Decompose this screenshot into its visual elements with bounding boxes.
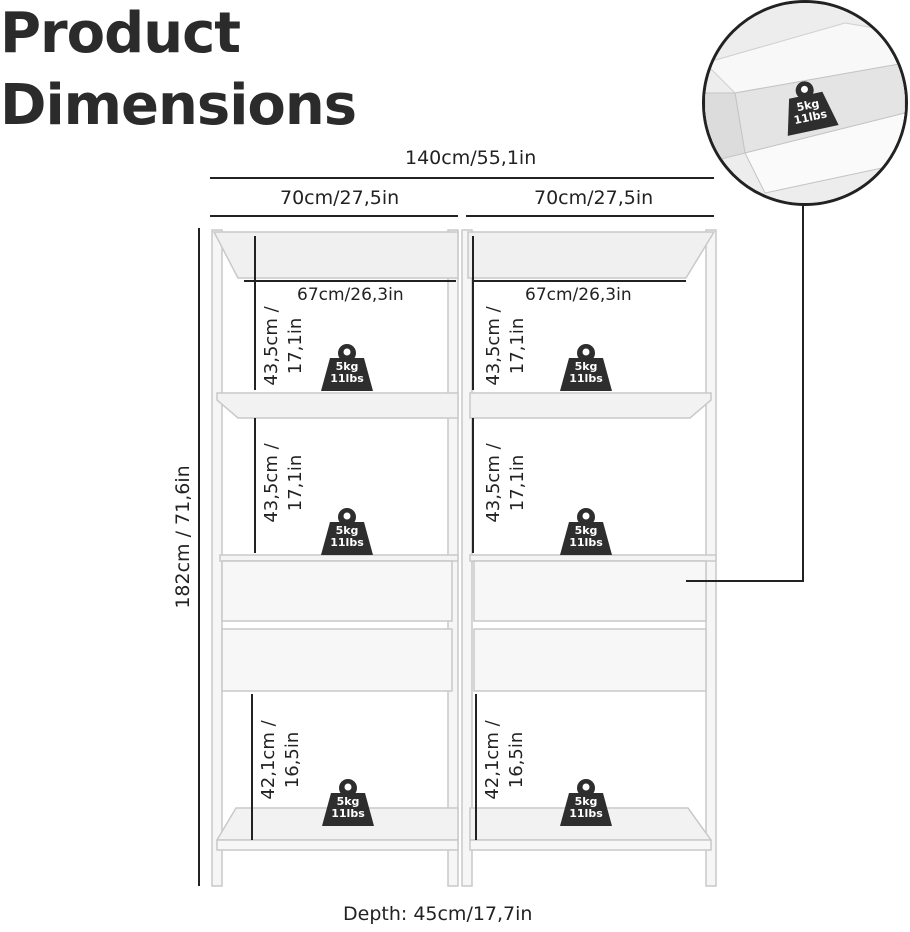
right-shelf-unit [461, 229, 717, 887]
weight-badge-mid-left: 5kg 11lbs [320, 506, 374, 556]
shelf-spacing-top-left: 43,5cm / 17,1in [260, 301, 308, 391]
shelf-spacing-top-right: 43,5cm / 17,1in [482, 301, 530, 391]
spacing-cm: 43,5cm / [483, 443, 504, 523]
weight-badge-top-right: 5kg 11lbs [559, 342, 613, 392]
unit-width-right-label: 70cm/27,5in [534, 187, 654, 209]
total-width-label: 140cm/55,1in [405, 147, 537, 169]
weight-icon [322, 779, 374, 826]
weight-icon [560, 508, 612, 555]
weight-badge-top-left: 5kg 11lbs [320, 342, 374, 392]
weight-icon [560, 779, 612, 826]
inner-width-left-label: 67cm/26,3in [297, 285, 404, 305]
unit-width-left-label: 70cm/27,5in [280, 187, 400, 209]
spacing-cm: 43,5cm / [261, 443, 282, 523]
title-line-2: Dimensions [0, 73, 357, 138]
weight-badge-drawer: 5kg 11lbs [776, 74, 840, 138]
weight-badge-bottom-left: 5kg 11lbs [321, 777, 375, 827]
weight-badge-bottom-right: 5kg 11lbs [559, 777, 613, 827]
depth-label: Depth: 45cm/17,7in [343, 903, 533, 925]
weight-icon [560, 344, 612, 391]
weight-badge-mid-right: 5kg 11lbs [559, 506, 613, 556]
weight-icon [787, 81, 839, 136]
spacing-in: 16,5in [506, 731, 527, 789]
title-line-1: Product [0, 1, 241, 66]
spacing-in: 17,1in [285, 317, 306, 375]
shelf-spacing-mid-right: 43,5cm / 17,1in [482, 438, 530, 528]
left-shelf-unit [211, 229, 459, 887]
height-label: 182cm / 71,6in [172, 465, 194, 609]
inner-width-right-label: 67cm/26,3in [525, 285, 632, 305]
page-title: Product Dimensions [0, 0, 357, 142]
weight-icon [321, 508, 373, 555]
shelf-spacing-bottom-left: 42,1cm / 16,5in [257, 715, 305, 805]
spacing-in: 17,1in [285, 454, 306, 512]
weight-icon [321, 344, 373, 391]
drawer-detail-zoom: 5kg 11lbs [702, 0, 908, 206]
spacing-cm: 42,1cm / [482, 720, 503, 800]
shelf-spacing-mid-left: 43,5cm / 17,1in [260, 438, 308, 528]
spacing-in: 17,1in [507, 317, 528, 375]
shelf-spacing-bottom-right: 42,1cm / 16,5in [481, 715, 529, 805]
spacing-cm: 43,5cm / [261, 306, 282, 386]
spacing-cm: 43,5cm / [483, 306, 504, 386]
spacing-in: 17,1in [507, 454, 528, 512]
spacing-in: 16,5in [282, 731, 303, 789]
spacing-cm: 42,1cm / [258, 720, 279, 800]
